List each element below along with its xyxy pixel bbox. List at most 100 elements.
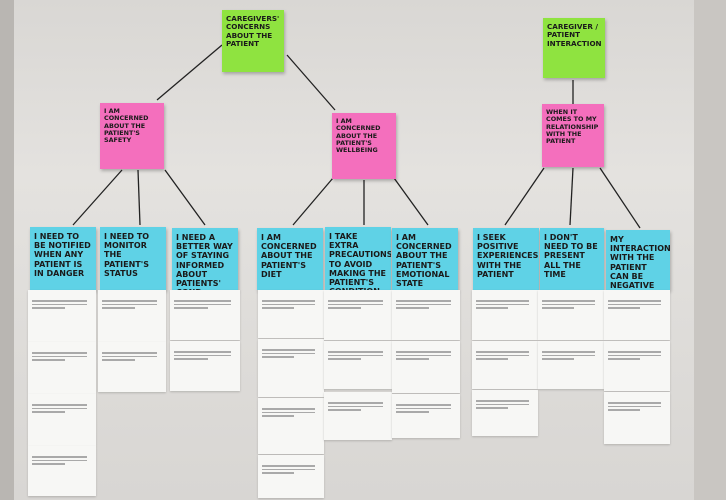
illegible-text-line xyxy=(608,405,662,407)
illegible-text-line xyxy=(608,303,662,305)
illegible-text-line xyxy=(32,355,88,357)
quote-card xyxy=(324,290,392,340)
connector-line xyxy=(286,54,336,111)
quote-card xyxy=(28,342,96,394)
illegible-text-line xyxy=(262,411,316,413)
illegible-text-line xyxy=(542,351,596,353)
quote-card xyxy=(604,290,670,340)
illegible-text-line xyxy=(608,409,640,411)
illegible-text-line xyxy=(542,307,574,309)
quote-card xyxy=(170,341,240,391)
illegible-text-line xyxy=(608,402,662,404)
illegible-text-line xyxy=(174,358,209,360)
sticky-note-cyan: I am concerned about the patient's emoti… xyxy=(392,228,458,290)
illegible-text-line xyxy=(262,356,294,358)
illegible-text-line xyxy=(102,352,158,354)
illegible-text-line xyxy=(476,303,530,305)
quote-card xyxy=(604,341,670,391)
illegible-text-line xyxy=(262,303,316,305)
illegible-text-line xyxy=(102,300,158,302)
illegible-text-line xyxy=(396,300,452,302)
illegible-text-line xyxy=(32,456,88,458)
quote-card xyxy=(392,394,460,438)
illegible-text-line xyxy=(262,352,316,354)
quote-card xyxy=(324,341,392,389)
quote-card xyxy=(28,446,96,496)
illegible-text-line xyxy=(476,307,508,309)
connector-line xyxy=(137,169,141,226)
quote-card xyxy=(258,455,324,498)
sticky-note-cyan: I seek positive experiences with the pat… xyxy=(473,228,539,290)
illegible-text-line xyxy=(102,355,158,357)
illegible-text-line xyxy=(102,307,135,309)
illegible-text-line xyxy=(328,405,384,407)
quote-card xyxy=(472,290,538,340)
illegible-text-line xyxy=(262,415,294,417)
illegible-text-line xyxy=(396,307,429,309)
illegible-text-line xyxy=(396,358,429,360)
illegible-text-line xyxy=(396,404,452,406)
sticky-note-cyan: I need a better way of staying informed … xyxy=(172,228,238,290)
illegible-text-line xyxy=(542,303,596,305)
illegible-text-line xyxy=(328,409,361,411)
illegible-text-line xyxy=(396,407,452,409)
sticky-note-green: Caregiver / patient interaction xyxy=(543,18,605,78)
illegible-text-line xyxy=(174,307,209,309)
sticky-note-cyan: I am concerned about the patient's diet xyxy=(257,228,323,290)
illegible-text-line xyxy=(262,468,316,470)
sticky-note-cyan: I don't need to be present all the time xyxy=(540,228,604,290)
quote-card xyxy=(392,290,460,340)
illegible-text-line xyxy=(328,307,361,309)
quote-card xyxy=(258,398,324,454)
quote-card xyxy=(98,342,166,392)
quote-card xyxy=(98,290,166,342)
illegible-text-line xyxy=(262,307,294,309)
illegible-text-line xyxy=(608,354,662,356)
quote-card xyxy=(472,390,538,436)
illegible-text-line xyxy=(32,307,65,309)
illegible-text-line xyxy=(262,300,316,302)
illegible-text-line xyxy=(262,349,316,351)
quote-card xyxy=(28,290,96,342)
quote-card xyxy=(538,341,604,389)
quote-card xyxy=(258,339,324,397)
sticky-note-pink: When it comes to my relationship with th… xyxy=(542,104,604,167)
illegible-text-line xyxy=(32,411,65,413)
illegible-text-line xyxy=(542,354,596,356)
connector-line xyxy=(72,169,123,226)
illegible-text-line xyxy=(32,463,65,465)
connector-line xyxy=(156,44,223,101)
illegible-text-line xyxy=(476,351,530,353)
illegible-text-line xyxy=(476,403,530,405)
sticky-note-cyan: I take extra precautions to avoid making… xyxy=(325,227,391,290)
sticky-note-cyan: My interaction with the patient can be n… xyxy=(606,230,670,290)
illegible-text-line xyxy=(102,303,158,305)
illegible-text-line xyxy=(608,358,640,360)
illegible-text-line xyxy=(608,300,662,302)
connector-line xyxy=(393,177,429,226)
connector-line xyxy=(164,169,206,226)
illegible-text-line xyxy=(32,404,88,406)
illegible-text-line xyxy=(32,303,88,305)
illegible-text-line xyxy=(608,307,640,309)
illegible-text-line xyxy=(542,358,574,360)
illegible-text-line xyxy=(328,351,384,353)
illegible-text-line xyxy=(476,354,530,356)
illegible-text-line xyxy=(328,358,361,360)
connector-line xyxy=(569,167,574,226)
quote-card xyxy=(392,341,460,393)
quote-card xyxy=(28,394,96,446)
illegible-text-line xyxy=(396,354,452,356)
illegible-text-line xyxy=(476,400,530,402)
quote-card xyxy=(170,290,240,340)
illegible-text-line xyxy=(262,465,316,467)
sticky-note-pink: I am concerned about the patient's wellb… xyxy=(332,113,396,179)
wall-right-edge xyxy=(694,0,726,500)
connector-line xyxy=(292,177,334,226)
illegible-text-line xyxy=(396,411,429,413)
illegible-text-line xyxy=(262,408,316,410)
illegible-text-line xyxy=(328,402,384,404)
illegible-text-line xyxy=(174,351,232,353)
